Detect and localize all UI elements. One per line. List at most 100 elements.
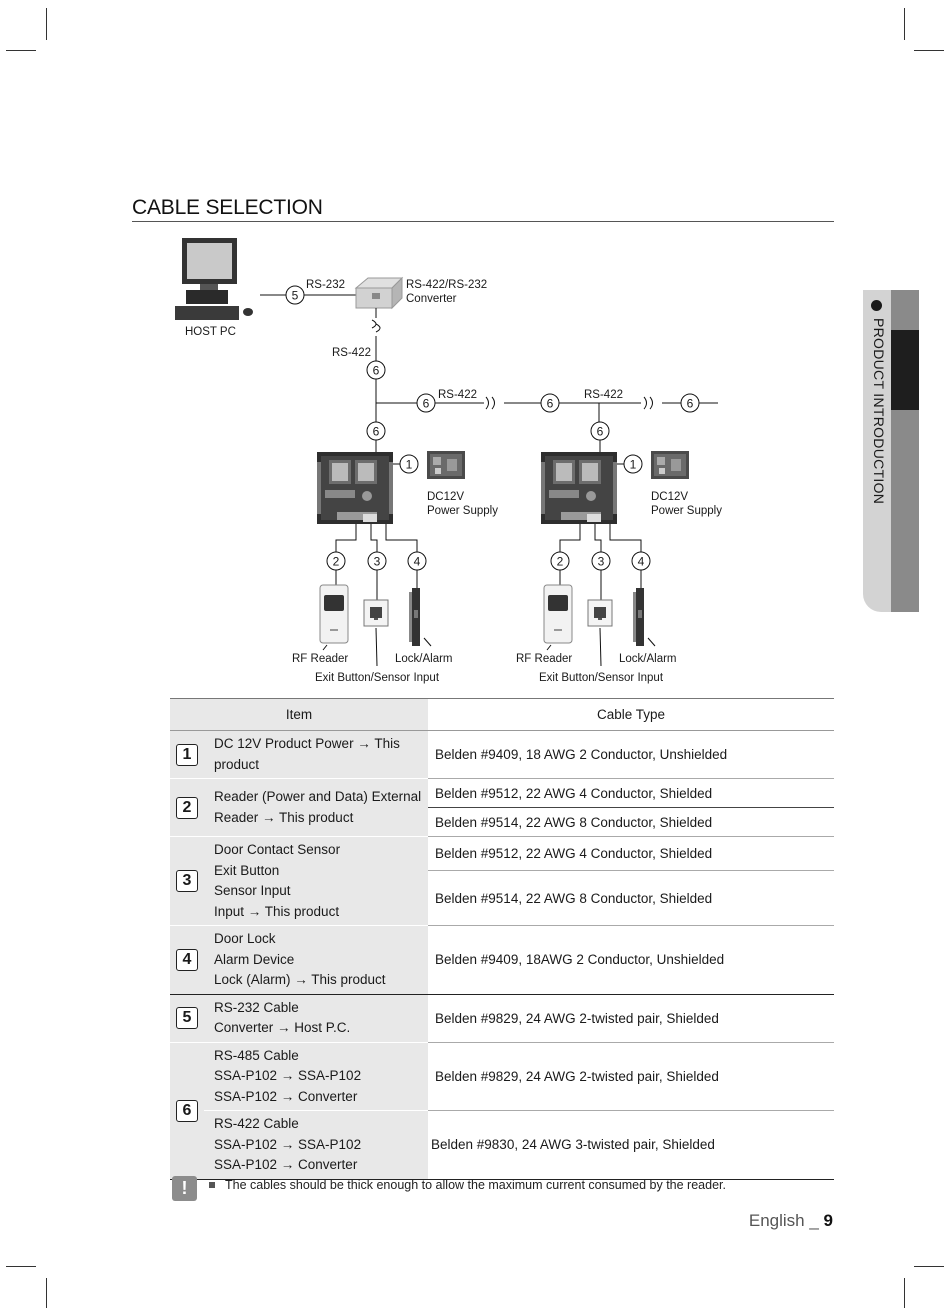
cable-type-cell: Belden #9409, 18AWG 2 Conductor, Unshiel… [428, 925, 834, 995]
crop-mark [904, 1278, 905, 1308]
table-row: 5 RS-232 Cable Converter → Host P.C. Bel… [170, 994, 834, 1043]
row-number-badge: 6 [176, 1099, 198, 1122]
page-footer: English _ 9 [749, 1211, 833, 1231]
cable-type-cell: Belden #9830, 24 AWG 3-twisted pair, Shi… [428, 1110, 834, 1180]
rs422-bus-label-1: RS-422 [438, 389, 477, 401]
item-desc: RS-485 Cable [214, 1047, 299, 1063]
item-desc: SSA-P102 → Converter [214, 1157, 358, 1172]
rf-reader-icon [319, 584, 349, 644]
item-desc: Input → This product [214, 903, 340, 919]
table-row: 1 DC 12V Product Power → This product Be… [170, 730, 834, 779]
exit-button-label: Exit Button/Sensor Input [315, 672, 440, 684]
row-number-badge: 5 [176, 1007, 198, 1029]
crop-mark [914, 50, 944, 51]
row-number-badge: 3 [176, 870, 198, 892]
row-number-badge: 2 [176, 796, 198, 819]
exit-button-icon [587, 599, 613, 627]
item-desc: DC 12V Product Power → This [214, 736, 400, 751]
bullet-square-icon [209, 1182, 215, 1188]
item-desc: Reader → This product [214, 809, 354, 825]
item-desc: Alarm Device [214, 951, 295, 967]
footer-language: English _ [748, 1211, 819, 1230]
lock-alarm-label: Lock/Alarm [395, 653, 453, 665]
dc12v-label: DC12V [651, 491, 688, 503]
note-text: The cables should be thick enough to all… [225, 1178, 726, 1192]
item-desc: SSA-P102 → SSA-P102 [214, 1068, 362, 1083]
host-pc-label: HOST PC [185, 326, 236, 338]
item-desc: Sensor Input [214, 883, 291, 898]
converter-icon [354, 276, 404, 310]
rf-reader-icon [543, 584, 573, 644]
marker-1: 1 [630, 458, 637, 472]
row-number-badge: 1 [176, 743, 198, 766]
table-row: 6 RS-485 Cable SSA-P102 → SSA-P102 SSA-P… [170, 1042, 834, 1180]
marker-2: 2 [333, 555, 340, 569]
power-supply-icon [427, 451, 465, 479]
crop-mark [46, 1278, 47, 1308]
dc12v-label: DC12V [427, 491, 464, 503]
item-desc: product [214, 756, 260, 772]
item-header: Item [170, 698, 428, 731]
section-side-tab: PRODUCT INTRODUCTION [863, 290, 919, 612]
rf-reader-label: RF Reader [292, 653, 348, 665]
cable-type-cell: Belden #9409, 18 AWG 2 Conductor, Unshie… [428, 730, 834, 779]
marker-1: 1 [406, 458, 413, 472]
warning-icon: ! [172, 1176, 197, 1201]
marker-5: 5 [292, 289, 299, 303]
table-row: 4 Door Lock Alarm Device Lock (Alarm) → … [170, 925, 834, 995]
cable-type-cell: Belden #9829, 24 AWG 2-twisted pair, Shi… [428, 1042, 834, 1111]
marker-3: 3 [374, 555, 381, 569]
table-row: Belden #9514, 22 AWG 8 Conductor, Shield… [170, 807, 834, 837]
cable-table: Item Cable Type 1 DC 12V Product Power →… [170, 698, 834, 1180]
table-row: Belden #9514, 22 AWG 8 Conductor, Shield… [170, 870, 834, 926]
crop-mark [6, 50, 36, 51]
item-desc: SSA-P102 → SSA-P102 [214, 1136, 362, 1152]
lock-alarm-label: Lock/Alarm [619, 653, 677, 665]
rs232-label: RS-232 [306, 279, 345, 291]
cable-type-cell: Belden #9514, 22 AWG 8 Conductor, Shield… [428, 870, 834, 926]
table-row: 2 Reader (Power and Data) External Reade… [170, 778, 834, 837]
marker-6: 6 [547, 397, 554, 411]
item-desc: Lock (Alarm) → This product [214, 972, 386, 987]
power-supply-icon [651, 451, 689, 479]
cable-type-cell: Belden #9512, 22 AWG 4 Conductor, Shield… [428, 836, 834, 871]
section-label: PRODUCT INTRODUCTION [871, 318, 887, 505]
crop-mark [904, 8, 905, 40]
cable-type-cell: Belden #9829, 24 AWG 2-twisted pair, Shi… [428, 994, 834, 1043]
power-supply-label: Power Supply [651, 505, 722, 517]
cable-type-header: Cable Type [428, 698, 834, 731]
converter-label-2: Converter [406, 293, 457, 305]
lock-icon [633, 588, 644, 646]
marker-4: 4 [638, 555, 645, 569]
table-row: 3 Door Contact Sensor Exit Button Sensor… [170, 836, 834, 926]
lock-icon [409, 588, 420, 646]
item-desc: Converter → Host P.C. [214, 1020, 351, 1035]
rs422-bus-label-2: RS-422 [584, 389, 623, 401]
item-desc: Exit Button [214, 862, 280, 878]
rs422-vertical-label: RS-422 [332, 347, 371, 359]
host-pc-icon [175, 238, 253, 320]
crop-mark [914, 1266, 944, 1267]
crop-mark [46, 8, 47, 40]
wiring-diagram: HOST PC RS-232 5 RS-422/RS-232 Converter… [175, 238, 722, 684]
item-desc: Reader (Power and Data) External [214, 789, 422, 804]
item-desc: Door Contact Sensor [214, 842, 341, 857]
page-number: 9 [823, 1211, 833, 1230]
marker-6: 6 [373, 425, 380, 439]
controller-board-icon [317, 452, 393, 524]
item-desc: RS-422 Cable [214, 1116, 299, 1131]
crop-mark [6, 1266, 36, 1267]
converter-label-1: RS-422/RS-232 [406, 279, 487, 291]
cable-type-cell: Belden #9514, 22 AWG 8 Conductor, Shield… [428, 807, 834, 837]
marker-6: 6 [597, 425, 604, 439]
table-row: RS-422 Cable SSA-P102 → SSA-P102 SSA-P10… [170, 1110, 834, 1180]
item-desc: RS-232 Cable [214, 999, 299, 1015]
marker-4: 4 [414, 555, 421, 569]
exit-button-icon [363, 599, 389, 627]
cable-type-cell: Belden #9512, 22 AWG 4 Conductor, Shield… [428, 778, 834, 808]
bullet-icon [871, 300, 882, 311]
note: ! The cables should be thick enough to a… [172, 1176, 832, 1202]
page-title: CABLE SELECTION [132, 196, 323, 219]
exit-button-label: Exit Button/Sensor Input [539, 672, 664, 684]
title-rule [132, 221, 834, 222]
